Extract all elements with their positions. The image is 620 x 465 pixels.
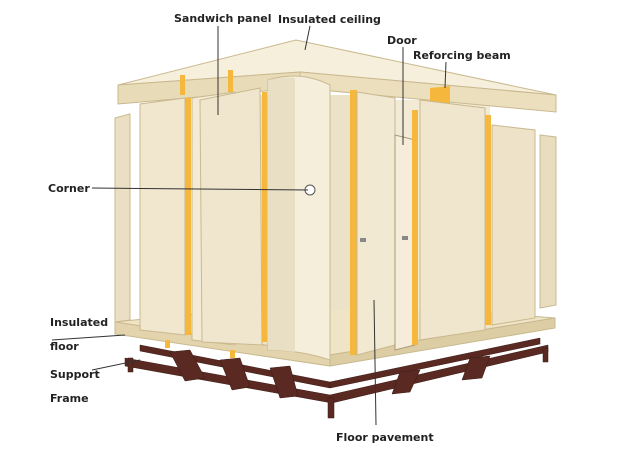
sandwich-panels-front: [350, 90, 557, 356]
label-support-frame-line2: Frame: [50, 392, 89, 405]
corner-post: [267, 75, 331, 361]
label-insulated-floor-line2: floor: [50, 340, 79, 353]
label-insulated-floor-line1: Insulated: [50, 316, 108, 329]
label-corner: Corner: [48, 182, 90, 195]
leader-lines: [51, 25, 447, 426]
support-frame: [124, 292, 549, 419]
label-insulated-ceiling: Insulated ceiling: [278, 13, 381, 26]
label-sandwich-panel: Sandwich panel: [174, 12, 272, 25]
sandwich-panels-left: [114, 87, 267, 346]
label-floor-pavement: Floor pavement: [336, 431, 434, 444]
label-door: Door: [387, 34, 417, 47]
label-support-frame-line1: Support: [50, 368, 100, 381]
insulated-ceiling: [117, 39, 557, 113]
label-reforcing-beam: Reforcing beam: [413, 49, 511, 62]
